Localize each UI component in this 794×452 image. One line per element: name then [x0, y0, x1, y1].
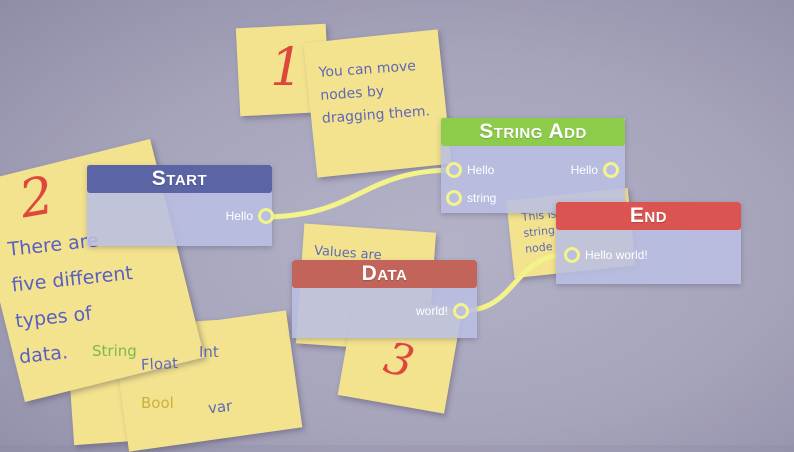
type-label-bool: Bool	[141, 394, 174, 412]
start-node-title[interactable]: Start	[87, 165, 272, 193]
type-label-float: Float	[140, 354, 179, 374]
end-node-title[interactable]: End	[556, 202, 741, 230]
start-output-label: Hello	[225, 209, 253, 223]
end-input-row: Hello world!	[564, 247, 648, 263]
end-input-port[interactable]	[564, 247, 580, 263]
data-output-label: world!	[415, 304, 448, 318]
string-add-input1-port[interactable]	[446, 162, 462, 178]
type-label-var: var	[207, 396, 234, 418]
data-output-port[interactable]	[453, 303, 469, 319]
wire-start-to-stringadd	[261, 167, 456, 220]
end-node[interactable]: End Hello world!	[556, 202, 741, 284]
data-node-title[interactable]: Data	[292, 260, 477, 288]
string-add-input1-label: Hello	[467, 163, 495, 177]
string-add-input2-label: string	[467, 191, 497, 205]
note-1-text: You can move nodes by dragging them.	[318, 53, 448, 131]
type-label-int: Int	[199, 343, 219, 361]
data-node[interactable]: Data world!	[292, 260, 477, 338]
start-node[interactable]: Start Hello	[87, 165, 274, 246]
string-add-output-row: Hello	[571, 162, 619, 178]
string-add-input1-row: Hello	[446, 162, 494, 178]
string-add-input2-row: string	[446, 190, 496, 206]
start-output-row: Hello	[226, 208, 274, 224]
string-add-output-label: Hello	[570, 163, 598, 177]
data-output-row: world!	[416, 303, 469, 319]
string-add-node[interactable]: String Add Hello string Hello	[441, 118, 625, 213]
string-add-output-port[interactable]	[603, 162, 619, 178]
note-number-1: 1	[270, 38, 304, 98]
string-add-input2-port[interactable]	[446, 190, 462, 206]
note-4-text: This is string node	[521, 206, 561, 257]
string-add-node-title[interactable]: String Add	[441, 118, 625, 146]
end-input-label: Hello world!	[585, 248, 648, 262]
start-output-port[interactable]	[258, 208, 274, 224]
type-label-string: String	[92, 342, 137, 360]
